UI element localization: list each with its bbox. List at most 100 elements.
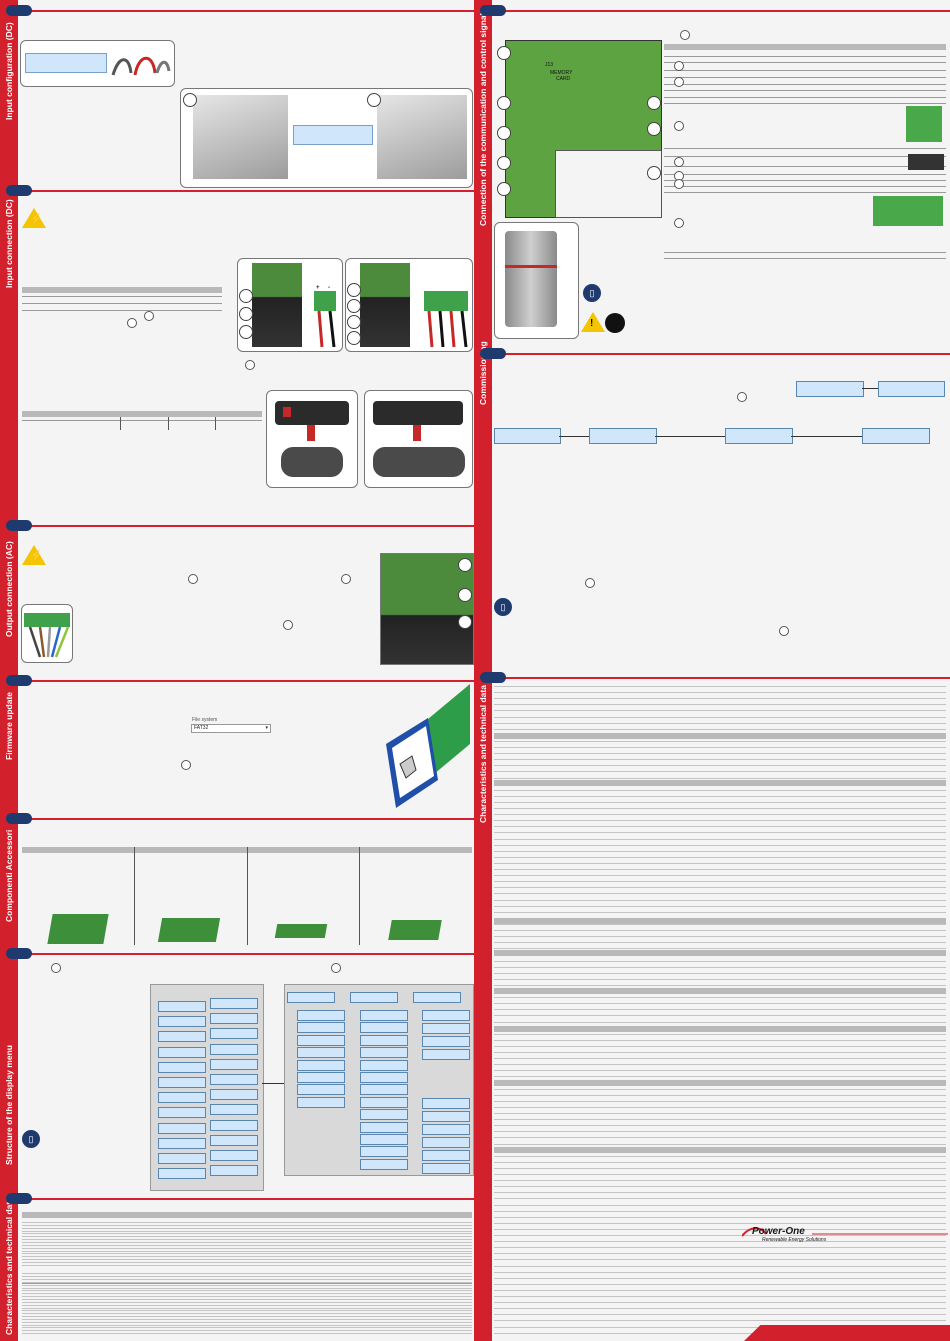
dc-terminal-panel-4 xyxy=(345,258,473,352)
tech-group-header xyxy=(494,988,946,994)
tech-row-line xyxy=(494,1302,946,1304)
section-title-tech-data-left: Characteristics and technical data xyxy=(4,1197,14,1335)
callout-circle xyxy=(347,315,361,329)
menu-item-box xyxy=(210,1074,258,1085)
jumper-panel xyxy=(20,40,175,87)
manual-book-icon: ▯ xyxy=(22,1130,40,1148)
tech-row-line xyxy=(494,862,946,864)
tech-row-line xyxy=(494,948,946,950)
config-note-box xyxy=(293,125,373,145)
reference-circle xyxy=(283,620,293,630)
tech-row-line xyxy=(494,789,946,791)
terminal-label: + xyxy=(316,285,320,291)
menu-item-box xyxy=(158,1168,206,1180)
section-number-badge xyxy=(480,672,506,683)
tech-row-line xyxy=(494,1039,946,1041)
connector-closeup xyxy=(373,447,465,477)
tech-row-line xyxy=(494,747,946,748)
menu-head-box xyxy=(350,992,398,1003)
reference-circle xyxy=(341,574,351,584)
menu-item-box xyxy=(158,1122,206,1134)
tech-row-line xyxy=(22,1256,472,1258)
tech-row-line xyxy=(494,1021,946,1023)
left-red-sidebar xyxy=(0,0,18,1341)
flow-arrow xyxy=(559,436,589,437)
callout-circle xyxy=(347,283,361,297)
arrow-down xyxy=(413,425,421,441)
section-title-input-connection: Input connection (DC) xyxy=(4,199,14,288)
tech-row-line xyxy=(494,1265,946,1267)
section-rule xyxy=(18,190,474,192)
tech-row-line xyxy=(494,1125,946,1127)
tech-row-line xyxy=(494,1192,946,1194)
tech-row-line xyxy=(494,984,946,986)
accessory-column-line xyxy=(359,847,360,945)
reference-circle xyxy=(674,77,684,87)
tech-row-line xyxy=(494,1052,946,1053)
tech-row-line xyxy=(22,1304,472,1306)
menu-link-arrow xyxy=(262,1083,284,1084)
tech-row-line xyxy=(494,1143,946,1145)
tech-group-header xyxy=(494,1147,946,1153)
tech-row-line xyxy=(494,795,946,797)
reference-circle xyxy=(144,311,154,321)
tech-row-line xyxy=(494,832,946,834)
submenu-item-box xyxy=(360,1121,408,1133)
tech-row-line xyxy=(494,930,946,931)
flow-arrow xyxy=(791,436,862,437)
callout-circle xyxy=(497,96,511,110)
submenu-item-box xyxy=(360,1022,408,1034)
section-number-badge xyxy=(6,520,32,531)
tech-row-line xyxy=(22,1241,472,1243)
submenu-item-box xyxy=(360,1096,408,1108)
tech-row-line xyxy=(22,1281,472,1283)
reference-circle xyxy=(181,760,191,770)
tech-row-line xyxy=(494,997,946,999)
tech-row-line xyxy=(494,1228,946,1230)
tech-row-line xyxy=(22,1276,472,1278)
center-red-divider xyxy=(474,0,492,1341)
tech-row-line xyxy=(494,905,946,907)
submenu-item-box xyxy=(422,1150,470,1161)
table-header-row xyxy=(22,287,222,293)
menu-item-box xyxy=(158,1137,206,1149)
tech-row-line xyxy=(494,1277,946,1279)
submenu-item-box xyxy=(360,1134,408,1145)
menu-item-box xyxy=(210,1104,258,1116)
file-system-select[interactable]: FAT32 ▾ xyxy=(191,724,271,733)
tech-row-line xyxy=(22,1307,472,1309)
comm-row-line xyxy=(664,56,946,57)
tech-row-line xyxy=(22,1316,472,1318)
menu-item-box xyxy=(210,1028,258,1040)
tech-row-line xyxy=(494,869,946,870)
tech-row-line xyxy=(22,1222,472,1223)
tech-row-line xyxy=(494,1235,946,1236)
board-label-memory: MEMORY xyxy=(550,70,573,76)
reference-circle xyxy=(674,179,684,189)
power-one-logo xyxy=(742,1227,948,1237)
flow-arrow xyxy=(862,388,878,389)
section-rule xyxy=(492,353,950,355)
section-rule xyxy=(18,818,474,820)
submenu-item-box xyxy=(297,1084,345,1096)
reference-circle xyxy=(585,578,595,588)
tech-row-line xyxy=(494,881,946,883)
tech-row-line xyxy=(494,1106,946,1108)
tech-row-line xyxy=(494,1088,946,1090)
comm-row-line xyxy=(664,103,946,104)
tech-row-line xyxy=(22,1233,472,1235)
tech-row-line xyxy=(494,1326,946,1328)
terminal-board-photo xyxy=(252,263,302,347)
tech-row-line xyxy=(494,856,946,858)
tech-row-line xyxy=(494,1180,946,1182)
accessory-board-2 xyxy=(157,918,221,942)
arrow-down xyxy=(307,425,315,441)
tech-row-line xyxy=(494,1259,946,1261)
tech-row-line xyxy=(494,686,946,687)
comm-row-line xyxy=(664,70,946,71)
dc-cables xyxy=(317,311,336,348)
ac-cables xyxy=(28,627,70,658)
inverter-bottom-photo xyxy=(373,401,463,425)
menu-item-box xyxy=(158,1001,206,1012)
tech-row-line xyxy=(494,1289,946,1291)
